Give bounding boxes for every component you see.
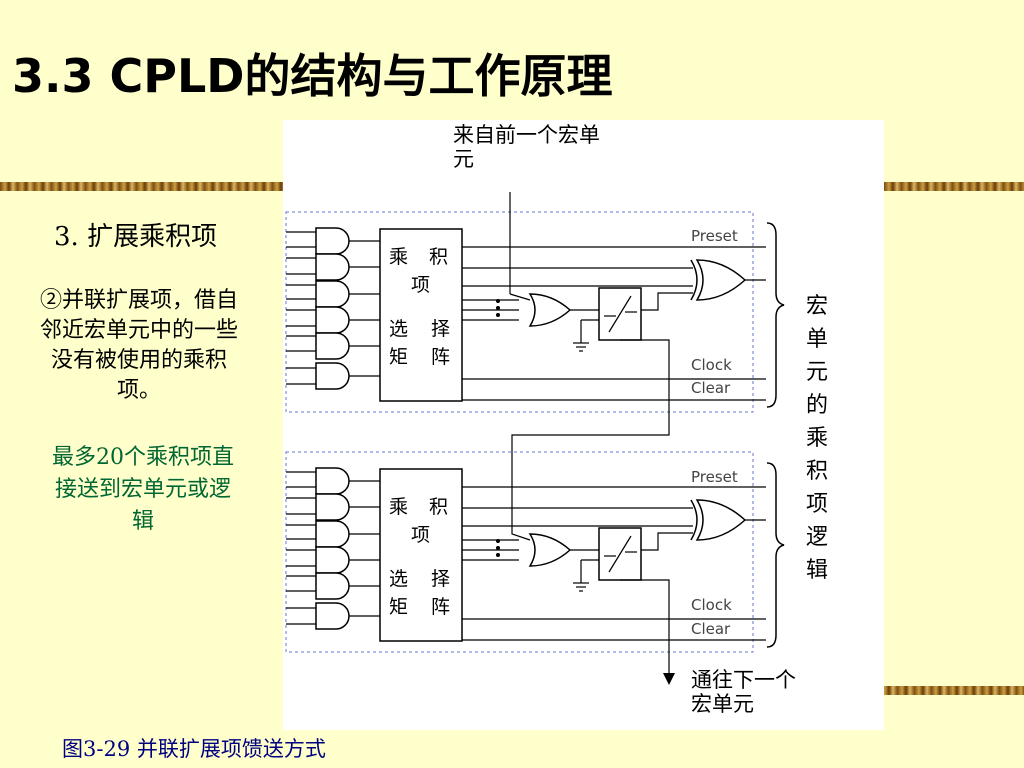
clear-label-1: Clear <box>691 379 731 397</box>
to-next-macrocell-label: 通往下一个宏单元 <box>691 668 796 716</box>
matrix-label-char: 阵 <box>431 346 451 368</box>
clock-label-2: Clock <box>691 596 732 614</box>
matrix-label-char: 积 <box>429 496 449 518</box>
clear-label-2: Clear <box>691 620 731 638</box>
matrix-label-char: 项 <box>411 274 431 296</box>
matrix-label-char: 选 <box>389 318 409 340</box>
from-prev-macrocell-label: 来自前一个宏单元 <box>453 123 600 171</box>
decorative-band-bottom <box>880 686 1024 695</box>
matrix-label-char: 积 <box>429 246 449 268</box>
figure-caption: 图3-29 并联扩展项馈送方式 <box>62 737 326 761</box>
matrix-label-char: 矩 <box>389 346 409 368</box>
diagram-panel: 来自前一个宏单元 Preset Clock Clear Preset Clock… <box>283 120 884 730</box>
max-product-terms-note: 最多20个乘积项直接送到宏单元或逻辑 <box>52 445 234 534</box>
matrix-label-char: 乘 <box>389 496 409 518</box>
matrix-label-char: 择 <box>431 568 451 590</box>
slide-title: 3.3 CPLD的结构与工作原理 <box>12 49 613 103</box>
section-heading: 3. 扩展乘积项 <box>54 222 218 252</box>
matrix-label-char: 乘 <box>389 246 409 268</box>
matrix-label-char: 项 <box>411 524 431 546</box>
preset-label-2: Preset <box>691 468 738 486</box>
matrix-label-char: 矩 <box>389 596 409 618</box>
preset-label-1: Preset <box>691 227 738 245</box>
macrocell-product-term-logic-label: 宏单元的乘积项逻辑 <box>805 294 828 583</box>
matrix-label-char: 阵 <box>431 596 451 618</box>
matrix-label-char: 选 <box>389 568 409 590</box>
parallel-expander-note: ②并联扩展项，借自邻近宏单元中的一些没有被使用的乘积项。 <box>39 288 238 403</box>
parallel-expander-diagram <box>285 192 785 685</box>
matrix-label-char: 择 <box>431 318 451 340</box>
clock-label-1: Clock <box>691 356 732 374</box>
